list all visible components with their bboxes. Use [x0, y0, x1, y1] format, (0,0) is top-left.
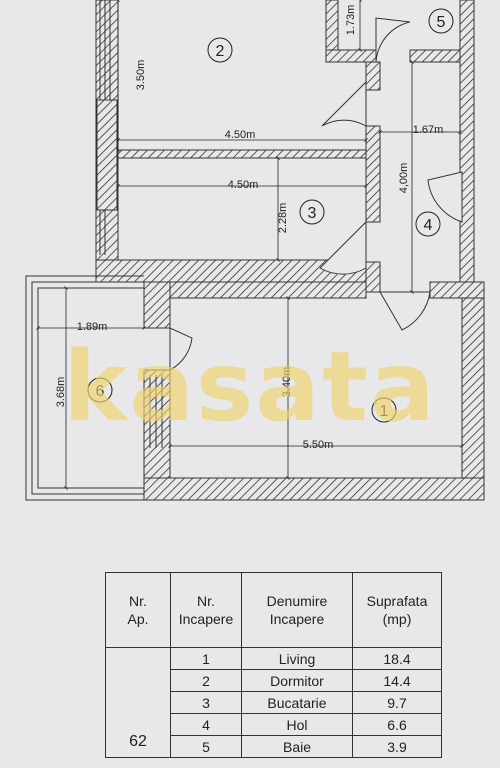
door-balcony — [169, 327, 193, 371]
room-marker-2: 2 — [216, 43, 225, 60]
room-marker-4: 4 — [424, 217, 433, 234]
room-area: 9.7 — [352, 691, 442, 714]
table-row: 2 Dormitor 14.4 — [106, 669, 442, 692]
walls — [95, 0, 485, 501]
dim-hall-height: 4,00m — [398, 163, 410, 194]
room-nr: 5 — [170, 735, 242, 758]
wall-bottom-exterior — [143, 477, 485, 501]
room-marker-5: 5 — [437, 14, 446, 31]
door-room3 — [319, 220, 367, 275]
room-name: Dormitor — [241, 669, 353, 692]
room-area: 18.4 — [352, 647, 442, 670]
room-area: 14.4 — [352, 669, 442, 692]
wall-room2-room3 — [117, 149, 367, 159]
dimension-lines — [36, 0, 464, 490]
room-area: 3.9 — [352, 735, 442, 758]
doors — [169, 17, 463, 371]
dim-room1-width: 5.50m — [303, 439, 334, 451]
dim-room2-height: 3.50m — [135, 60, 147, 91]
balcony-outline — [25, 275, 144, 501]
room-nr: 1 — [170, 647, 242, 670]
room-marker-3: 3 — [308, 205, 317, 222]
table-row: 3 Bucatarie 9.7 — [106, 691, 442, 714]
door-entrance — [427, 171, 463, 223]
room-nr: 3 — [170, 691, 242, 714]
header-suprafata: Suprafata(mp) — [352, 572, 442, 648]
dim-room6-height: 3.68m — [55, 377, 67, 408]
room-nr: 4 — [170, 713, 242, 736]
wall-room1-top-right — [429, 281, 485, 299]
room-name: Living — [241, 647, 353, 670]
watermark: kasata — [63, 331, 436, 443]
room-marker-1: 1 — [380, 403, 389, 420]
dim-room5-height: 1.73m — [345, 5, 357, 36]
dimension-labels: 3.50m 4.50m 1.73m 1.67m 4.50m 2.28m 4,00… — [55, 5, 443, 451]
wall-right-exterior — [459, 0, 475, 291]
wall-hall-lower — [365, 261, 381, 293]
header-nr-incapere: Nr.Incapere — [170, 572, 242, 648]
room-marker-6: 6 — [96, 383, 105, 400]
room-area: 6.6 — [352, 713, 442, 736]
header-nr-ap: Nr.Ap. — [105, 572, 171, 648]
wall-room1-top — [169, 281, 367, 299]
room-name: Baie — [241, 735, 353, 758]
table-row: 5 Baie 3.9 — [106, 735, 442, 758]
dim-room6-width: 1.89m — [77, 321, 108, 333]
wall-hall-mid — [365, 125, 381, 223]
dim-hall-width: 1.67m — [413, 124, 444, 136]
apartment-number: 62 — [105, 647, 171, 758]
room-name: Bucatarie — [241, 691, 353, 714]
door-bath — [375, 17, 411, 63]
room-markers — [87, 8, 454, 423]
wall-bath-bottom-left — [325, 49, 377, 63]
door-room2 — [321, 80, 367, 127]
dim-room2-width: 4.50m — [225, 129, 256, 141]
room-name: Hol — [241, 713, 353, 736]
dim-room1-height: 3.40m — [281, 367, 293, 398]
room-nr: 2 — [170, 669, 242, 692]
table-row: 62 1 Living 18.4 — [105, 647, 442, 758]
dim-room3-height: 2.28m — [277, 203, 289, 234]
wall-room1-left-upper — [143, 281, 171, 329]
wall-right-lower — [461, 289, 485, 501]
windows — [96, 0, 163, 448]
door-hall-living — [379, 291, 431, 331]
room-marker-labels: 1 2 3 4 5 6 — [96, 14, 446, 420]
wall-hall-upper — [365, 61, 381, 91]
dim-room3-width: 4.50m — [228, 179, 259, 191]
